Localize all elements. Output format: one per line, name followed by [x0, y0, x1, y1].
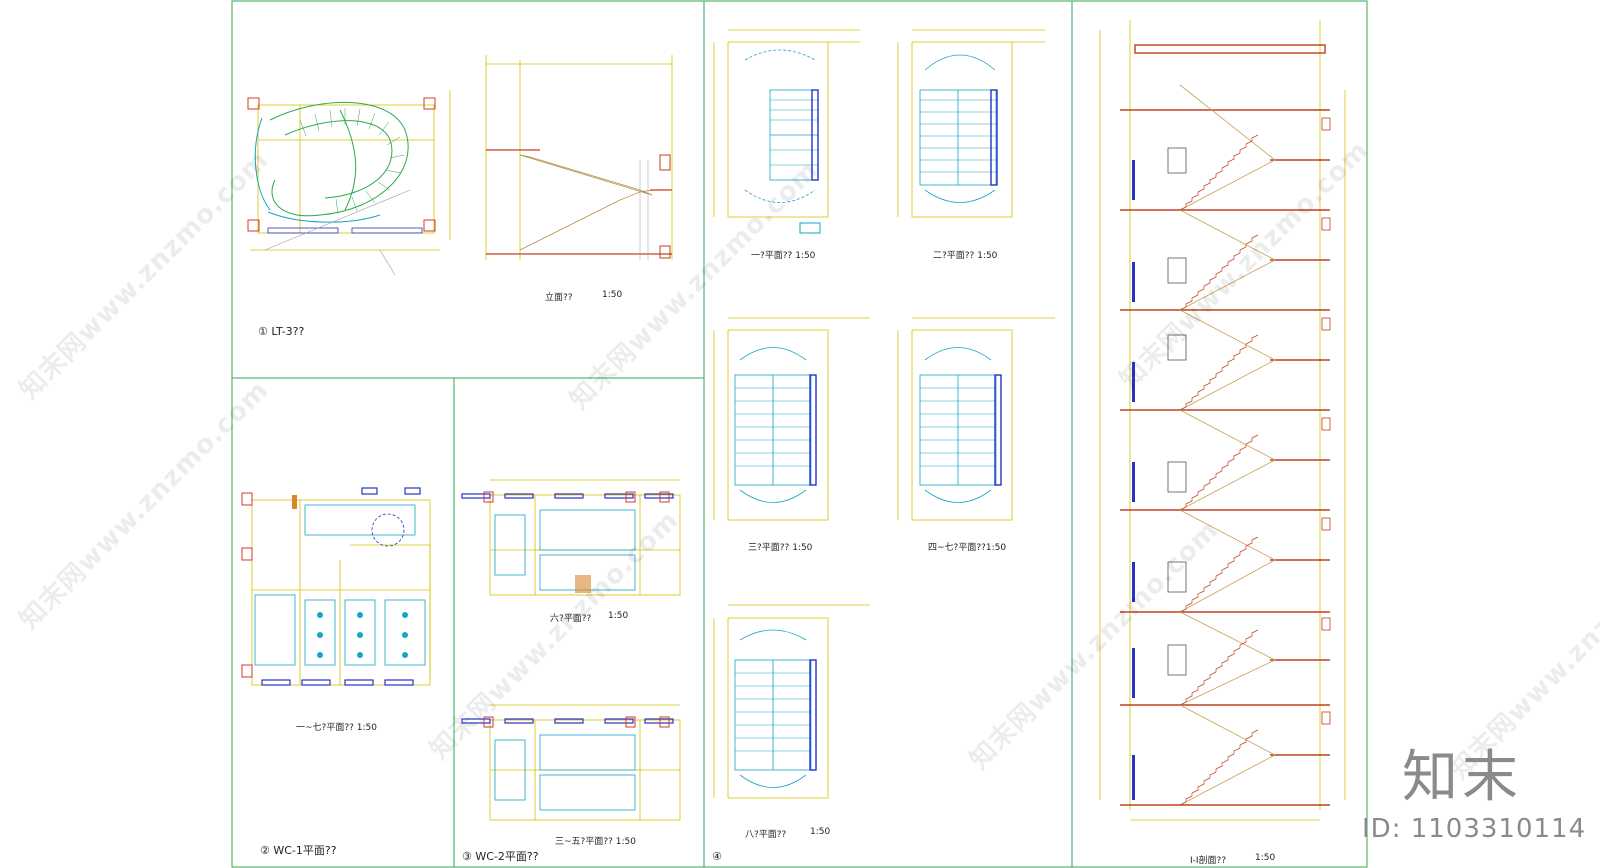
- lt3-elevation-title: 立面??: [545, 293, 573, 303]
- lt3-elevation: [485, 55, 673, 260]
- wc1-panel-title: ② WC-1平面??: [260, 844, 337, 857]
- stair-plan8-scale: 1:50: [810, 827, 831, 837]
- lt3-elevation-scale: 1:50: [602, 290, 623, 300]
- stair-panel-number: ④: [712, 850, 722, 863]
- wc2-panel-title: ③ WC-2平面??: [462, 850, 539, 863]
- section-title: I-I剖面??: [1190, 856, 1227, 866]
- stair-plan-2: [897, 29, 1045, 218]
- wc2-plan-6: [461, 479, 681, 596]
- image-id-label: ID: 1103310114: [1362, 814, 1587, 844]
- stair-plan-4-7: [897, 317, 1055, 521]
- wc2-plan-3-5: [461, 704, 681, 821]
- sheet-frame: [231, 0, 1368, 868]
- stair-plan-3: [713, 317, 870, 521]
- wc1-plan-title: 一~七?平面?? 1:50: [296, 723, 377, 733]
- stair-plan8-title: 八?平面??: [745, 830, 787, 840]
- stair-plan2-title: 二?平面?? 1:50: [933, 251, 998, 261]
- wc2-plan6-scale: 1:50: [608, 611, 629, 621]
- wc2-plan6-title: 六?平面??: [550, 614, 592, 624]
- stair-section: [1099, 20, 1346, 821]
- stair-plan-8: [713, 604, 870, 799]
- stair-plan-1: [713, 29, 860, 234]
- stair-plan1-title: 一?平面?? 1:50: [751, 251, 816, 261]
- section-scale: 1:50: [1255, 853, 1276, 863]
- lt3-plan-title: ① LT-3??: [258, 325, 305, 338]
- lt3-stair-plan: [247, 90, 451, 276]
- stair-plan3-title: 三?平面?? 1:50: [748, 543, 813, 553]
- brand-logo: 知末: [1402, 745, 1522, 810]
- wc2-plan35-title: 三~五?平面?? 1:50: [555, 837, 636, 847]
- wc1-plan: [241, 487, 431, 686]
- stair-plan47-title: 四~七?平面??1:50: [928, 543, 1007, 553]
